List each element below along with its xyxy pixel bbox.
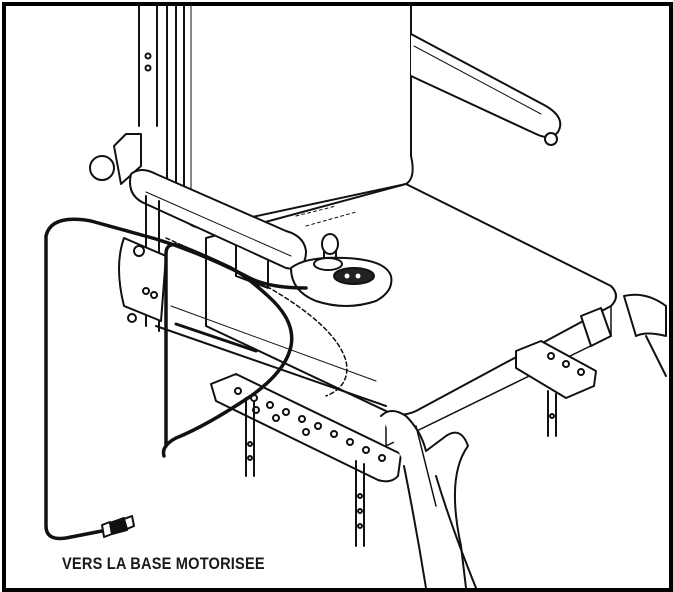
right-bracket [515,307,612,437]
front-handle [380,293,667,588]
cable [44,217,308,541]
joystick-controller [290,233,393,307]
side-frame [118,195,387,407]
armrest-left [89,133,307,289]
front-mount-plate [210,373,402,547]
cable-route-dashed [165,237,348,397]
backrest-posts [138,6,177,197]
armrest-right [410,33,562,146]
wheelchair-seat-illustration [44,6,667,588]
caption: VERS LA BASE MOTORISEE [62,554,265,573]
cable-connector-icon [101,515,135,538]
